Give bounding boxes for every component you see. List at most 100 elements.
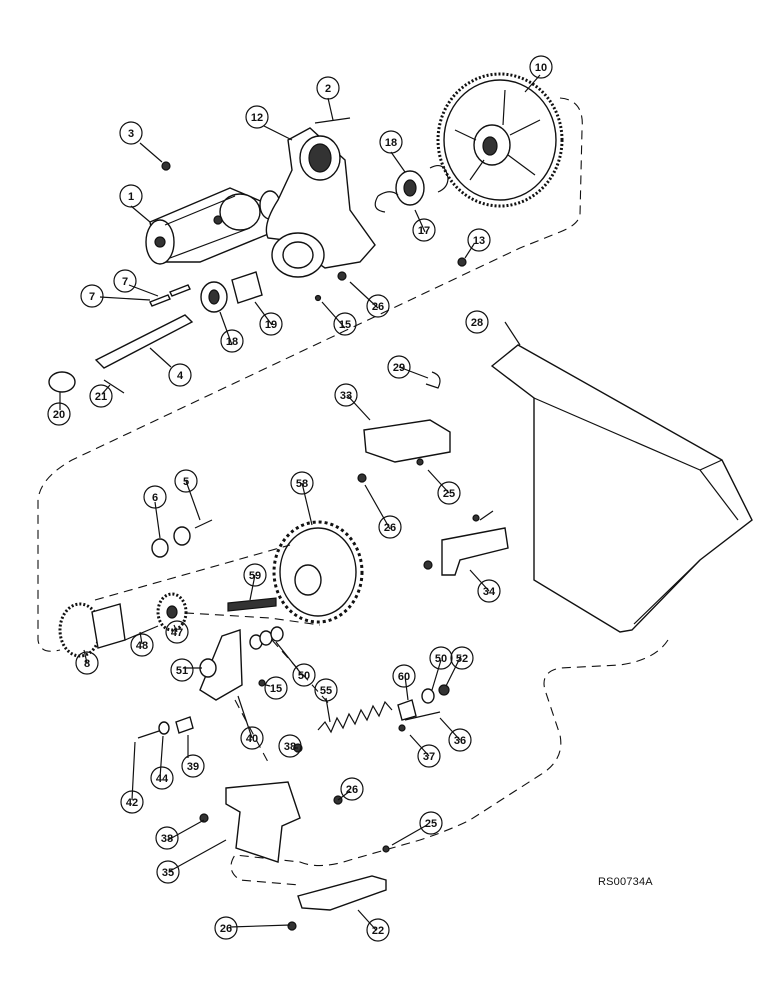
svg-text:26: 26 xyxy=(220,923,232,935)
svg-text:38: 38 xyxy=(284,741,296,753)
svg-text:26: 26 xyxy=(384,522,396,534)
nut-52 xyxy=(438,684,450,696)
svg-text:26: 26 xyxy=(372,301,384,313)
svg-text:7: 7 xyxy=(89,291,95,303)
svg-text:44: 44 xyxy=(156,773,169,785)
callout-44: 44 xyxy=(150,766,174,790)
mounting-bracket xyxy=(265,127,376,278)
svg-text:18: 18 xyxy=(385,137,397,149)
callout-17: 17 xyxy=(412,218,436,242)
callout-42: 42 xyxy=(120,790,144,814)
snap-ring-right xyxy=(429,165,449,193)
svg-text:55: 55 xyxy=(320,685,332,697)
pin-21 xyxy=(103,379,125,394)
callout-18a: 18 xyxy=(379,130,403,154)
callout-26a: 26 xyxy=(366,294,390,318)
svg-text:51: 51 xyxy=(176,665,188,677)
callout-2: 2 xyxy=(316,76,340,100)
svg-text:20: 20 xyxy=(53,409,65,421)
washer-44 xyxy=(158,721,170,735)
callout-26c: 26 xyxy=(340,777,364,801)
bolt-2 xyxy=(314,117,351,124)
chain xyxy=(94,544,321,626)
bracket-33 xyxy=(363,419,451,463)
callout-26b: 26 xyxy=(378,515,402,539)
svg-text:12: 12 xyxy=(251,112,263,124)
callout-10: 10 xyxy=(529,55,553,79)
callout-36: 36 xyxy=(448,728,472,752)
bolt-25-mid xyxy=(472,514,480,522)
callout-38b: 38 xyxy=(155,826,179,850)
bolt-5 xyxy=(194,519,213,529)
washer-6b xyxy=(173,526,191,546)
svg-text:34: 34 xyxy=(483,586,496,598)
nut-26-upper xyxy=(337,271,347,281)
washer-20 xyxy=(48,371,76,393)
spacer-39 xyxy=(175,716,194,734)
callout-38a: 38 xyxy=(278,734,302,758)
callout-7a: 7 xyxy=(80,284,104,308)
callout-29: 29 xyxy=(387,355,411,379)
callout-20: 20 xyxy=(47,402,71,426)
callout-33: 33 xyxy=(334,383,358,407)
bolt-25-upper xyxy=(416,458,424,466)
callout-48: 48 xyxy=(130,633,154,657)
callout-21: 21 xyxy=(89,384,113,408)
svg-text:19: 19 xyxy=(265,319,277,331)
svg-text:40: 40 xyxy=(246,733,258,745)
washers-50 xyxy=(249,626,284,650)
svg-text:42: 42 xyxy=(126,797,138,809)
callout-12: 12 xyxy=(245,105,269,129)
svg-text:52: 52 xyxy=(456,653,468,665)
leader-lines xyxy=(59,74,541,931)
svg-text:60: 60 xyxy=(398,671,410,683)
callout-6: 6 xyxy=(143,485,167,509)
snap-ring-left xyxy=(374,191,399,213)
svg-text:17: 17 xyxy=(418,225,430,237)
callout-19: 19 xyxy=(259,312,283,336)
callout-7b: 7 xyxy=(113,269,137,293)
svg-text:22: 22 xyxy=(372,925,384,937)
bolt-36 xyxy=(404,711,441,721)
callout-25a: 25 xyxy=(437,481,461,505)
callout-3: 3 xyxy=(119,121,143,145)
callout-47: 47 xyxy=(165,620,189,644)
svg-text:47: 47 xyxy=(171,627,183,639)
bushing-19 xyxy=(231,271,263,304)
callout-39: 39 xyxy=(181,754,205,778)
chain-segment xyxy=(227,597,277,612)
callout-22: 22 xyxy=(366,918,390,942)
svg-text:18: 18 xyxy=(226,336,238,348)
svg-text:1: 1 xyxy=(128,191,134,203)
bolt-48 xyxy=(124,625,159,641)
svg-text:8: 8 xyxy=(84,658,90,670)
svg-text:29: 29 xyxy=(393,362,405,374)
connector-outline-2 xyxy=(234,699,269,763)
key-7b xyxy=(169,284,191,297)
svg-text:25: 25 xyxy=(443,488,455,500)
shield-guard xyxy=(490,344,753,633)
callout-50b: 50 xyxy=(429,646,453,670)
clip-29 xyxy=(425,371,441,389)
callout-35: 35 xyxy=(156,860,180,884)
bolt-25-lower xyxy=(382,845,390,853)
svg-text:13: 13 xyxy=(473,235,485,247)
key-7a xyxy=(149,294,171,307)
bracket-22 xyxy=(297,875,387,911)
svg-text:21: 21 xyxy=(95,391,107,403)
bracket-34 xyxy=(441,527,509,576)
svg-text:39: 39 xyxy=(187,761,199,773)
reference-code: RS00734A xyxy=(598,876,653,888)
spacer-60 xyxy=(397,699,417,721)
svg-text:48: 48 xyxy=(136,640,148,652)
svg-text:28: 28 xyxy=(471,317,483,329)
callout-5: 5 xyxy=(174,469,198,493)
washer-37 xyxy=(398,724,406,732)
svg-text:38: 38 xyxy=(161,833,173,845)
callout-51: 51 xyxy=(170,658,194,682)
svg-text:10: 10 xyxy=(535,62,547,74)
svg-text:15: 15 xyxy=(339,319,351,331)
svg-text:58: 58 xyxy=(296,478,308,490)
